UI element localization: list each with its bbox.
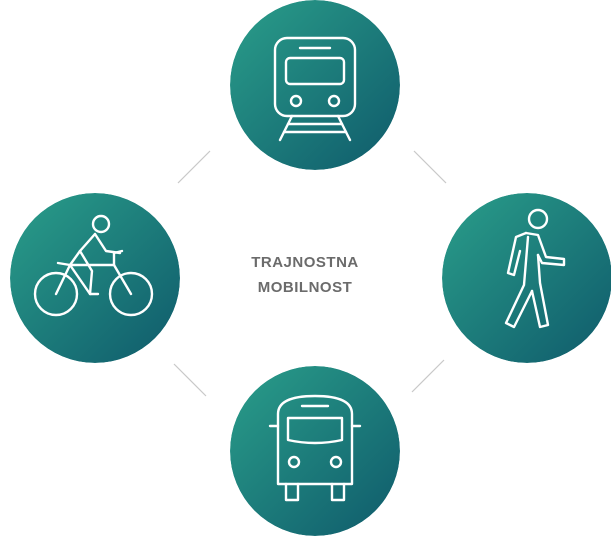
pedestrian-node xyxy=(442,193,611,363)
connector-walk-bus xyxy=(411,359,445,393)
diagram-title-line1: TRAJNOSTNA xyxy=(251,254,359,271)
train-node xyxy=(230,0,400,170)
bicycle-node xyxy=(10,193,180,363)
train-icon xyxy=(273,36,357,142)
sustainable-mobility-diagram: TRAJNOSTNA MOBILNOST xyxy=(10,0,611,536)
connector-train-walk xyxy=(413,150,447,184)
bus-node xyxy=(230,366,400,536)
connector-lines xyxy=(173,150,447,397)
diagram-title: TRAJNOSTNA MOBILNOST xyxy=(205,250,405,300)
pedestrian-icon xyxy=(504,208,566,329)
bicycle-icon xyxy=(33,214,154,317)
connector-train-bike xyxy=(177,150,211,184)
connector-bike-bus xyxy=(173,363,207,397)
diagram-title-line2: MOBILNOST xyxy=(257,279,353,296)
bus-icon xyxy=(268,394,362,502)
